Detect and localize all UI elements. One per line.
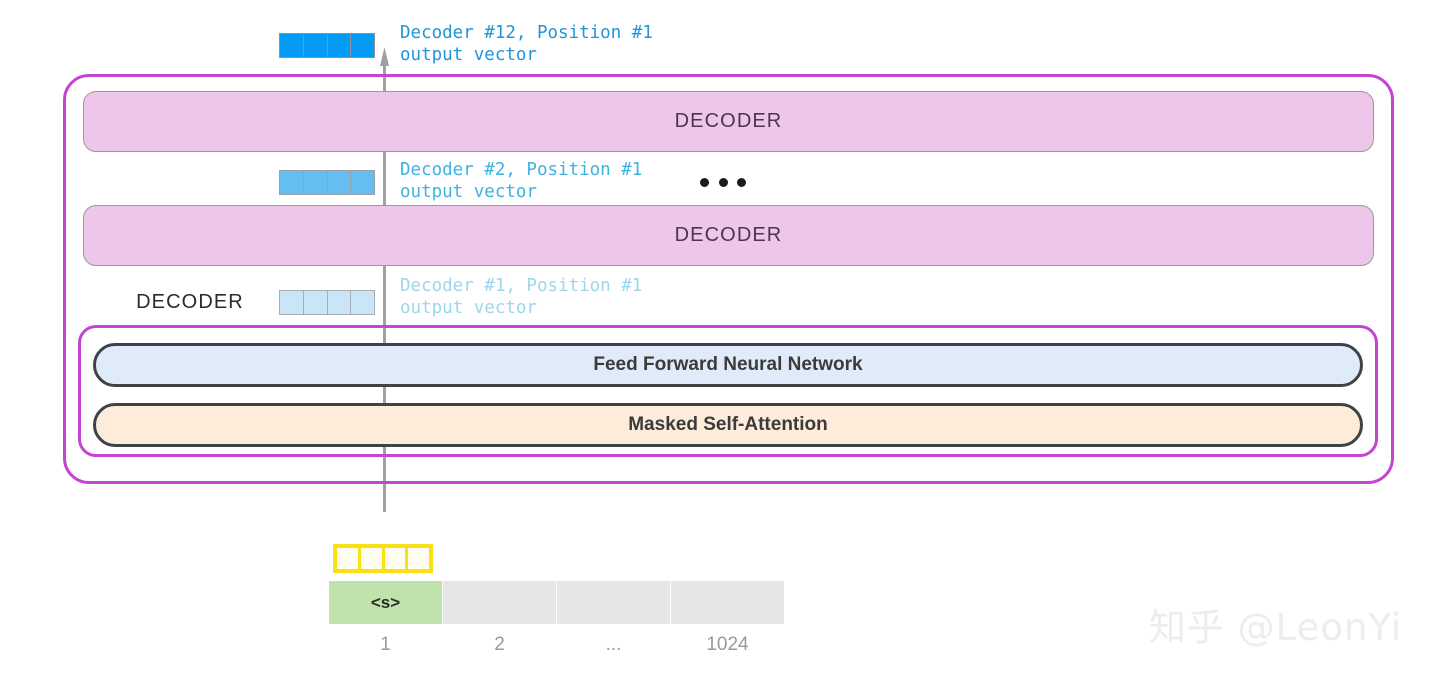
ellipsis-dot xyxy=(718,177,728,187)
token-position-label-2: 2 xyxy=(494,634,505,655)
output-vector-decoder-2 xyxy=(279,170,375,195)
vector-cell xyxy=(327,291,352,314)
vector-cell xyxy=(351,34,374,57)
vector-cell xyxy=(303,171,328,194)
vector-cell xyxy=(280,171,304,194)
token-cell-1-label: <s> xyxy=(370,592,401,612)
vector-cell xyxy=(327,171,352,194)
token-cell-1[interactable]: <s> xyxy=(329,581,442,624)
expanded-decoder-frame xyxy=(78,325,1378,457)
vector-cell xyxy=(280,34,304,57)
token-row: <s> xyxy=(329,581,784,624)
vector-cell xyxy=(303,34,328,57)
embedding-cell xyxy=(384,548,406,569)
token-position-labels: 1 2 ... 1024 xyxy=(329,634,784,656)
decoder-block-top: DECODER xyxy=(83,91,1374,152)
masked-self-attention-layer: Masked Self-Attention xyxy=(93,403,1363,447)
token-cell-4[interactable] xyxy=(671,581,784,624)
caption-decoder-2-output: Decoder #2, Position #1 output vector xyxy=(400,160,643,202)
feed-forward-label: Feed Forward Neural Network xyxy=(593,354,863,375)
embedding-cell xyxy=(360,548,382,569)
vector-cell xyxy=(351,171,374,194)
token-position-label-1: 1 xyxy=(380,634,391,655)
output-vector-decoder-1 xyxy=(279,290,375,315)
vector-cell xyxy=(303,291,328,314)
masked-self-attention-label: Masked Self-Attention xyxy=(628,414,828,435)
output-vector-decoder-12 xyxy=(279,33,375,58)
vector-cell xyxy=(351,291,374,314)
stack-ellipsis-icon xyxy=(700,171,746,193)
decoder-stack-frame xyxy=(63,74,1394,484)
feed-forward-layer: Feed Forward Neural Network xyxy=(93,343,1363,387)
caption-decoder-1-output: Decoder #1, Position #1 output vector xyxy=(400,276,643,318)
token-cell-2[interactable] xyxy=(443,581,556,624)
watermark: 知乎 @LeonYi xyxy=(1148,606,1402,649)
embedding-cell xyxy=(408,548,429,569)
token-position-label-4: 1024 xyxy=(706,634,749,655)
ellipsis-dot xyxy=(737,177,746,187)
decoder-block-middle: DECODER xyxy=(83,205,1374,266)
vector-cell xyxy=(280,291,304,314)
decoder-block-first-label: DECODER xyxy=(136,291,244,313)
input-embedding-vector xyxy=(333,544,433,573)
decoder-block-top-label: DECODER xyxy=(674,110,783,132)
caption-decoder-12-output: Decoder #12, Position #1 output vector xyxy=(400,23,653,65)
vector-cell xyxy=(327,34,352,57)
token-position-label-3: ... xyxy=(605,634,622,655)
embedding-cell xyxy=(337,548,358,569)
decoder-block-middle-label: DECODER xyxy=(674,224,783,246)
token-cell-3[interactable] xyxy=(557,581,670,624)
ellipsis-dot xyxy=(700,177,709,187)
